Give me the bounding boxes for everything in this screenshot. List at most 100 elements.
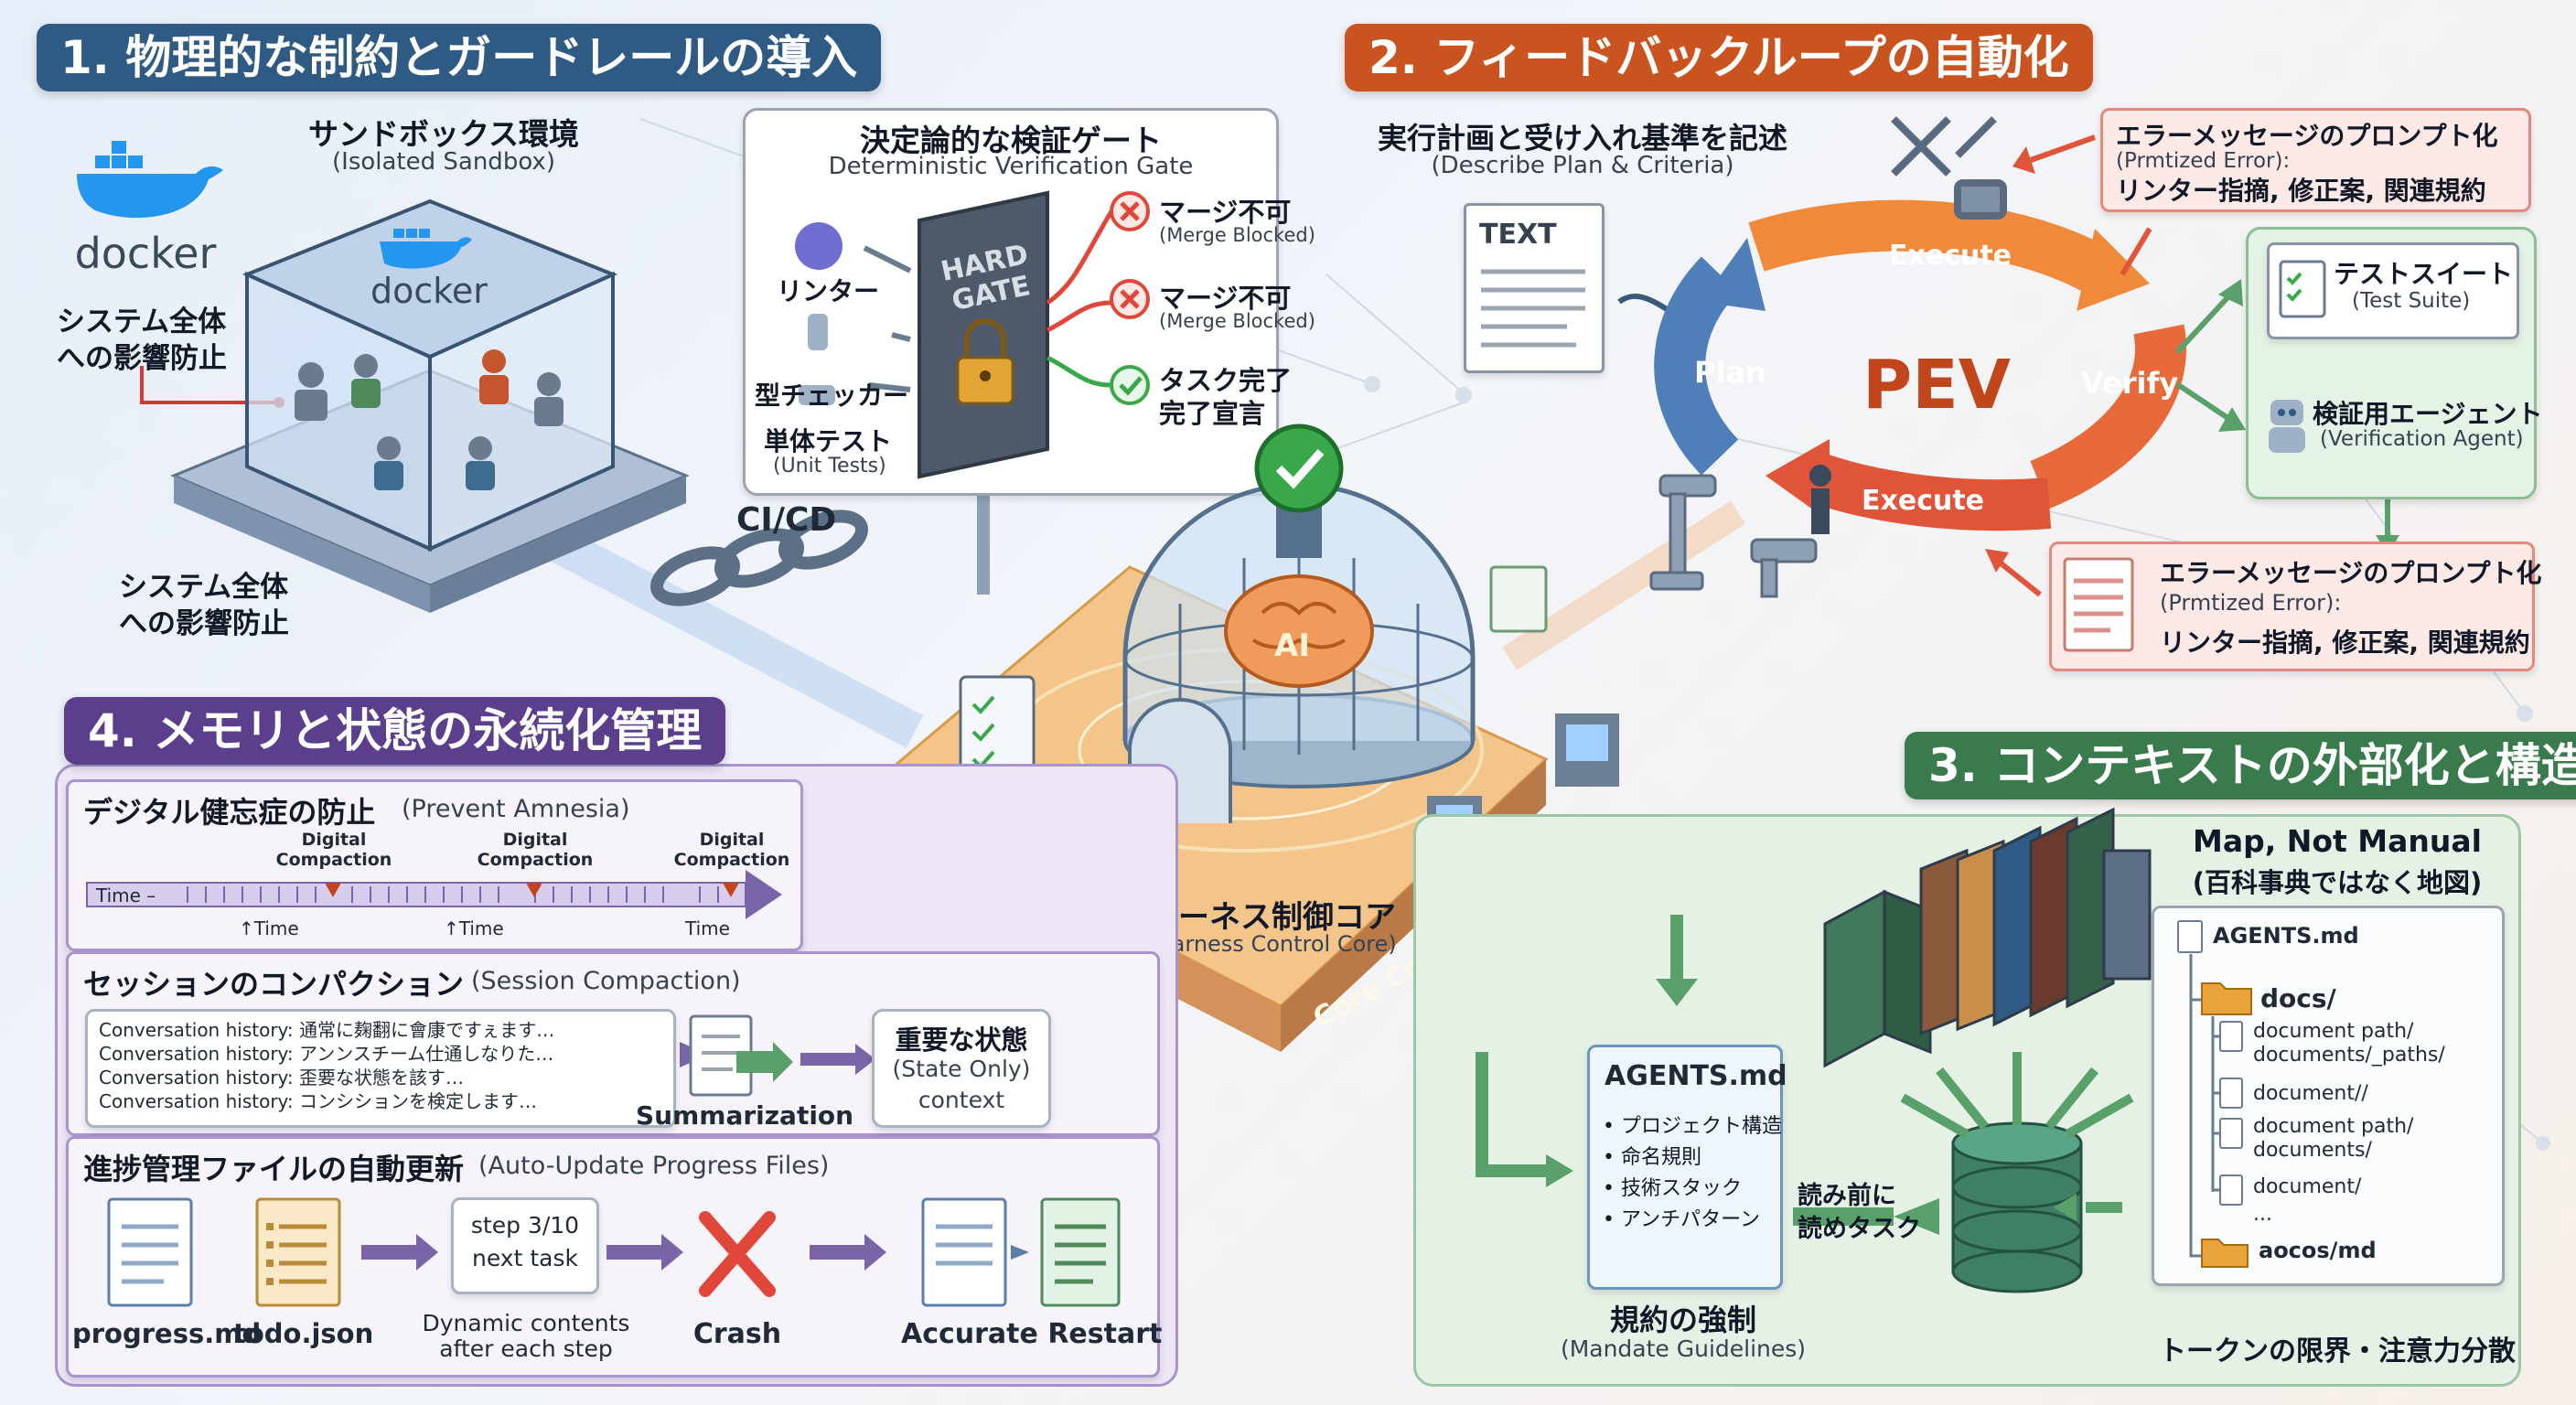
session-compaction-card: セッションのコンパクション (Session Compaction) Conve…	[66, 951, 1160, 1136]
tree-item-2: document path/ documents/	[2253, 1115, 2414, 1162]
text-document-icon: TEXT	[1464, 203, 1605, 373]
history-line-3: Conversation history: コンシションを検定します…	[99, 1090, 538, 1112]
test-suite-card: テストスイート (Test Suite)	[2267, 242, 2519, 339]
gate-title: 決定論的な検証ゲート	[860, 123, 1162, 158]
tree-item-4: ...	[2253, 1203, 2272, 1226]
history-line-1: Conversation history: アンンスチーム仕通しなりた…	[99, 1043, 554, 1065]
session-subtitle: (Session Compaction)	[471, 967, 741, 995]
docker-label: docker	[74, 229, 217, 278]
map-title: Map, Not Manual	[2193, 823, 2482, 859]
task-done-label: タスク完了	[1159, 365, 1293, 396]
agents-md-file: AGENTS.md	[2213, 923, 2359, 949]
agents-item-1: • 命名規則	[1603, 1146, 1701, 1169]
session-title: セッションのコンパクション	[83, 967, 465, 1002]
cicd-label: CI/CD	[736, 501, 837, 539]
ai-brain-label: AI	[1274, 627, 1310, 664]
merge-blocked-1-en: (Merge Blocked)	[1159, 224, 1315, 246]
compaction-mark-1: Digital Compaction	[477, 830, 594, 870]
prompted-error-box-top: エラーメッセージのプロンプト化 (Prmtized Error): リンター指摘…	[2100, 108, 2531, 212]
todo-json-label: todo.json	[233, 1318, 374, 1349]
time-tick-2: Time	[685, 917, 730, 939]
doc-lines	[1481, 269, 1585, 348]
section3-header: 3. コンテキストの外部化と構造化	[1905, 732, 2576, 799]
section2-header: 2. フィードバックループの自動化	[1345, 24, 2093, 91]
file-tree-card: AGENTS.md docs/ document path/ documents…	[2152, 906, 2505, 1286]
section1-header: 1. 物理的な制約とガードレールの導入	[37, 24, 882, 91]
verify-agent-en: (Verification Agent)	[2320, 427, 2524, 451]
linter-label: リンター	[777, 276, 880, 306]
error-bottom-title: エラーメッセージのプロンプト化	[2160, 558, 2542, 588]
execute-top-label: Execute	[1889, 240, 2012, 272]
summarization-graphics	[680, 1014, 875, 1097]
docs-folder: docs/	[2260, 983, 2336, 1014]
conversation-history-box: Conversation history: 通常に麹翻に會康ですぇます… Con…	[85, 1009, 676, 1128]
gate-graphics	[795, 190, 1150, 479]
error-bottom-sub: (Prmtized Error):	[2160, 590, 2342, 616]
state-subtitle: (State Only)	[892, 1056, 1031, 1082]
amnesia-subtitle: (Prevent Amnesia)	[402, 795, 630, 823]
execute-bottom-label: Execute	[1862, 485, 1985, 517]
verify-label: Verify	[2081, 366, 2179, 401]
step-status-text: step 3/10 next task	[470, 1212, 580, 1271]
merge-blocked-1: マージ不可	[1159, 197, 1292, 228]
timeline-graphics	[86, 870, 782, 919]
amnesia-title: デジタル健忘症の防止	[83, 795, 376, 830]
plan-criteria-title: 実行計画と受け入れ基準を記述	[1377, 121, 1787, 156]
plan-criteria-subtitle: (Describe Plan & Criteria)	[1431, 152, 1734, 179]
token-limit-label: トークンの限界・注意力分散	[2159, 1335, 2516, 1367]
progress-md-label: progress.md	[72, 1318, 262, 1349]
verification-gate-panel: 決定論的な検証ゲート Deterministic Verification Ga…	[743, 108, 1315, 496]
state-context: context	[918, 1087, 1005, 1113]
compaction-mark-2: Digital Compaction	[673, 830, 790, 870]
docker-whale-icon	[77, 141, 223, 219]
gate-subtitle: Deterministic Verification Gate	[828, 153, 1194, 180]
history-line-0: Conversation history: 通常に麹翻に會康ですぇます…	[99, 1019, 555, 1041]
section4-header: 4. メモリと状態の永続化管理	[64, 697, 726, 765]
prevent-impact-label-2: システム全体 への影響防止	[119, 571, 289, 640]
file-tree-graphics	[2177, 920, 2252, 1268]
pev-label: PEV	[1862, 346, 2012, 424]
test-suite-label: テストスイート	[2334, 259, 2514, 289]
agents-item-0: • プロジェクト構造	[1603, 1115, 1782, 1138]
test-suite-en: (Test Suite)	[2352, 289, 2471, 313]
error-top-detail: リンター指摘, 修正案, 関連規約	[2116, 176, 2486, 206]
plan-label: Plan	[1694, 355, 1766, 390]
progress-title: 進捗管理ファイルの自動更新	[83, 1152, 465, 1186]
typechecker-label: 型チェッカー	[755, 381, 909, 411]
map-subtitle: (百科事典ではなく地図)	[2192, 867, 2483, 898]
docker-inner-label: docker	[370, 271, 488, 311]
robot-agent-icon	[2269, 400, 2305, 453]
harness-core-subtitle: (Harness Control Core)	[1146, 931, 1397, 957]
time-axis-label: Time –	[96, 885, 156, 906]
sandbox-subtitle: (Isolated Sandbox)	[332, 148, 555, 176]
step-status-box: step 3/10 next task	[451, 1197, 599, 1294]
error-top-sub: (Prmtized Error):	[2116, 149, 2291, 173]
docker-logo: docker	[59, 137, 232, 278]
unittest-label: 単体テスト	[764, 426, 893, 456]
agents-item-2: • 技術スタック	[1603, 1177, 1742, 1200]
state-title: 重要な状態	[895, 1024, 1028, 1056]
checklist-icon	[2279, 260, 2326, 318]
error-bottom-detail: リンター指摘, 修正案, 関連規約	[2160, 627, 2530, 658]
progress-subtitle: (Auto-Update Progress Files)	[478, 1152, 830, 1180]
prevent-impact-label-1: システム全体 への影響防止	[57, 306, 227, 375]
harness-core-title: ハーネス制御コア	[1147, 899, 1396, 936]
dynamic-contents-label: Dynamic contents after each step	[422, 1310, 630, 1362]
agents-md-card: AGENTS.md • プロジェクト構造 • 命名規則 • 技術スタック • ア…	[1587, 1045, 1787, 1290]
unittest-en-label: (Unit Tests)	[773, 455, 886, 477]
progress-files-card: 進捗管理ファイルの自動更新 (Auto-Update Progress File…	[66, 1136, 1162, 1378]
text-doc-label: TEXT	[1479, 219, 1557, 251]
verify-agent-label: 検証用エージェント	[2313, 399, 2543, 429]
agents-md-card-title: AGENTS.md	[1605, 1060, 1787, 1092]
mandate-title: 規約の強制	[1609, 1303, 1756, 1337]
compaction-mark-0: Digital Compaction	[275, 830, 392, 870]
verify-panel: テストスイート (Test Suite) 検証用エージェント (Verifica…	[2246, 227, 2542, 499]
crash-label: Crash	[692, 1318, 782, 1350]
prompted-error-box-bottom: エラーメッセージのプロンプト化 (Prmtized Error): リンター指摘…	[2049, 542, 2541, 671]
merge-blocked-2-en: (Merge Blocked)	[1159, 310, 1315, 332]
amnesia-card: デジタル健忘症の防止 (Prevent Amnesia) Time – Digi…	[66, 779, 803, 951]
read-before-task-label: 読み前に 読めタスク	[1798, 1182, 1921, 1243]
mandate-subtitle: (Mandate Guidelines)	[1560, 1335, 1807, 1362]
done-declaration-label: 完了宣言	[1159, 398, 1266, 429]
time-tick-0: ↑Time	[239, 917, 299, 939]
